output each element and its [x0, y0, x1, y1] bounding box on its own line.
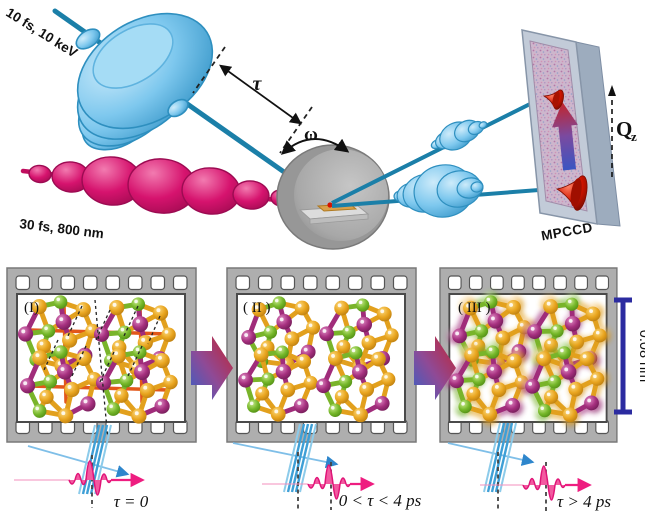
xray-tilted-pulse: [483, 422, 517, 493]
qz-axis: Q z: [608, 85, 637, 177]
frame-3-label: ( III ): [458, 300, 490, 316]
cleavage-plane-dashes: [43, 299, 161, 441]
timing-caption-1: τ = 0: [114, 492, 149, 511]
transition-arrow-2: [414, 336, 456, 400]
diffracted-beam-upper: [331, 95, 545, 205]
laser-wavelet: [522, 465, 566, 501]
molecular-lattice: [18, 295, 179, 441]
laser-pulse-label: 30 fs, 800 nm: [19, 216, 105, 241]
frame-1-label: (I): [24, 300, 39, 316]
laser-source-pulse: [28, 156, 292, 215]
omega-symbol-label: ω: [304, 124, 318, 145]
qz-subscript: z: [631, 129, 637, 144]
sample-stage: [276, 144, 390, 250]
delay-annotation: τ: [192, 46, 313, 154]
film-frame-1: (I): [6, 267, 197, 443]
scattered-pulse-lower: [393, 164, 484, 218]
scale-bar: [614, 297, 632, 415]
scattered-pulse-upper: [430, 119, 488, 151]
xray-source-pulse: [75, 12, 214, 151]
scale-bar-label: 0.08 nm: [636, 330, 645, 382]
laser-wavelet: [68, 460, 112, 496]
pulse-timing-diagram-3: τ > 4 ps: [447, 422, 611, 512]
timing-caption-2: 0 < τ < 4 ps: [339, 491, 422, 510]
transition-arrow-1: [191, 336, 233, 400]
detector: MPCCD: [521, 29, 621, 244]
laser-wavelet: [307, 464, 351, 500]
frame-2-label: ( II ): [243, 300, 270, 316]
omega-annotation: ω: [280, 124, 350, 155]
momentum-transfer-arrow: [552, 102, 578, 171]
film-frame-2: ( II ): [226, 267, 417, 443]
delay-symbol-label: τ: [253, 73, 263, 95]
film-frame-3: ( III ): [439, 267, 618, 443]
pulse-timing-diagram-2: 0 < τ < 4 ps: [232, 423, 422, 510]
qz-label: Q: [616, 117, 632, 141]
experimental-setup: τ ω: [3, 5, 637, 250]
diffraction-spot-upper: [542, 89, 564, 110]
diffraction-spot-lower: [555, 175, 588, 211]
detector-label: MPCCD: [540, 220, 594, 244]
xray-tilted-pulse: [283, 423, 317, 493]
timing-caption-3: τ > 4 ps: [557, 492, 611, 511]
beam-spot: [327, 202, 333, 208]
pulse-timing-diagram-1: τ = 0: [14, 424, 149, 511]
xray-pulse-label: 10 fs, 10 keV: [3, 5, 80, 61]
